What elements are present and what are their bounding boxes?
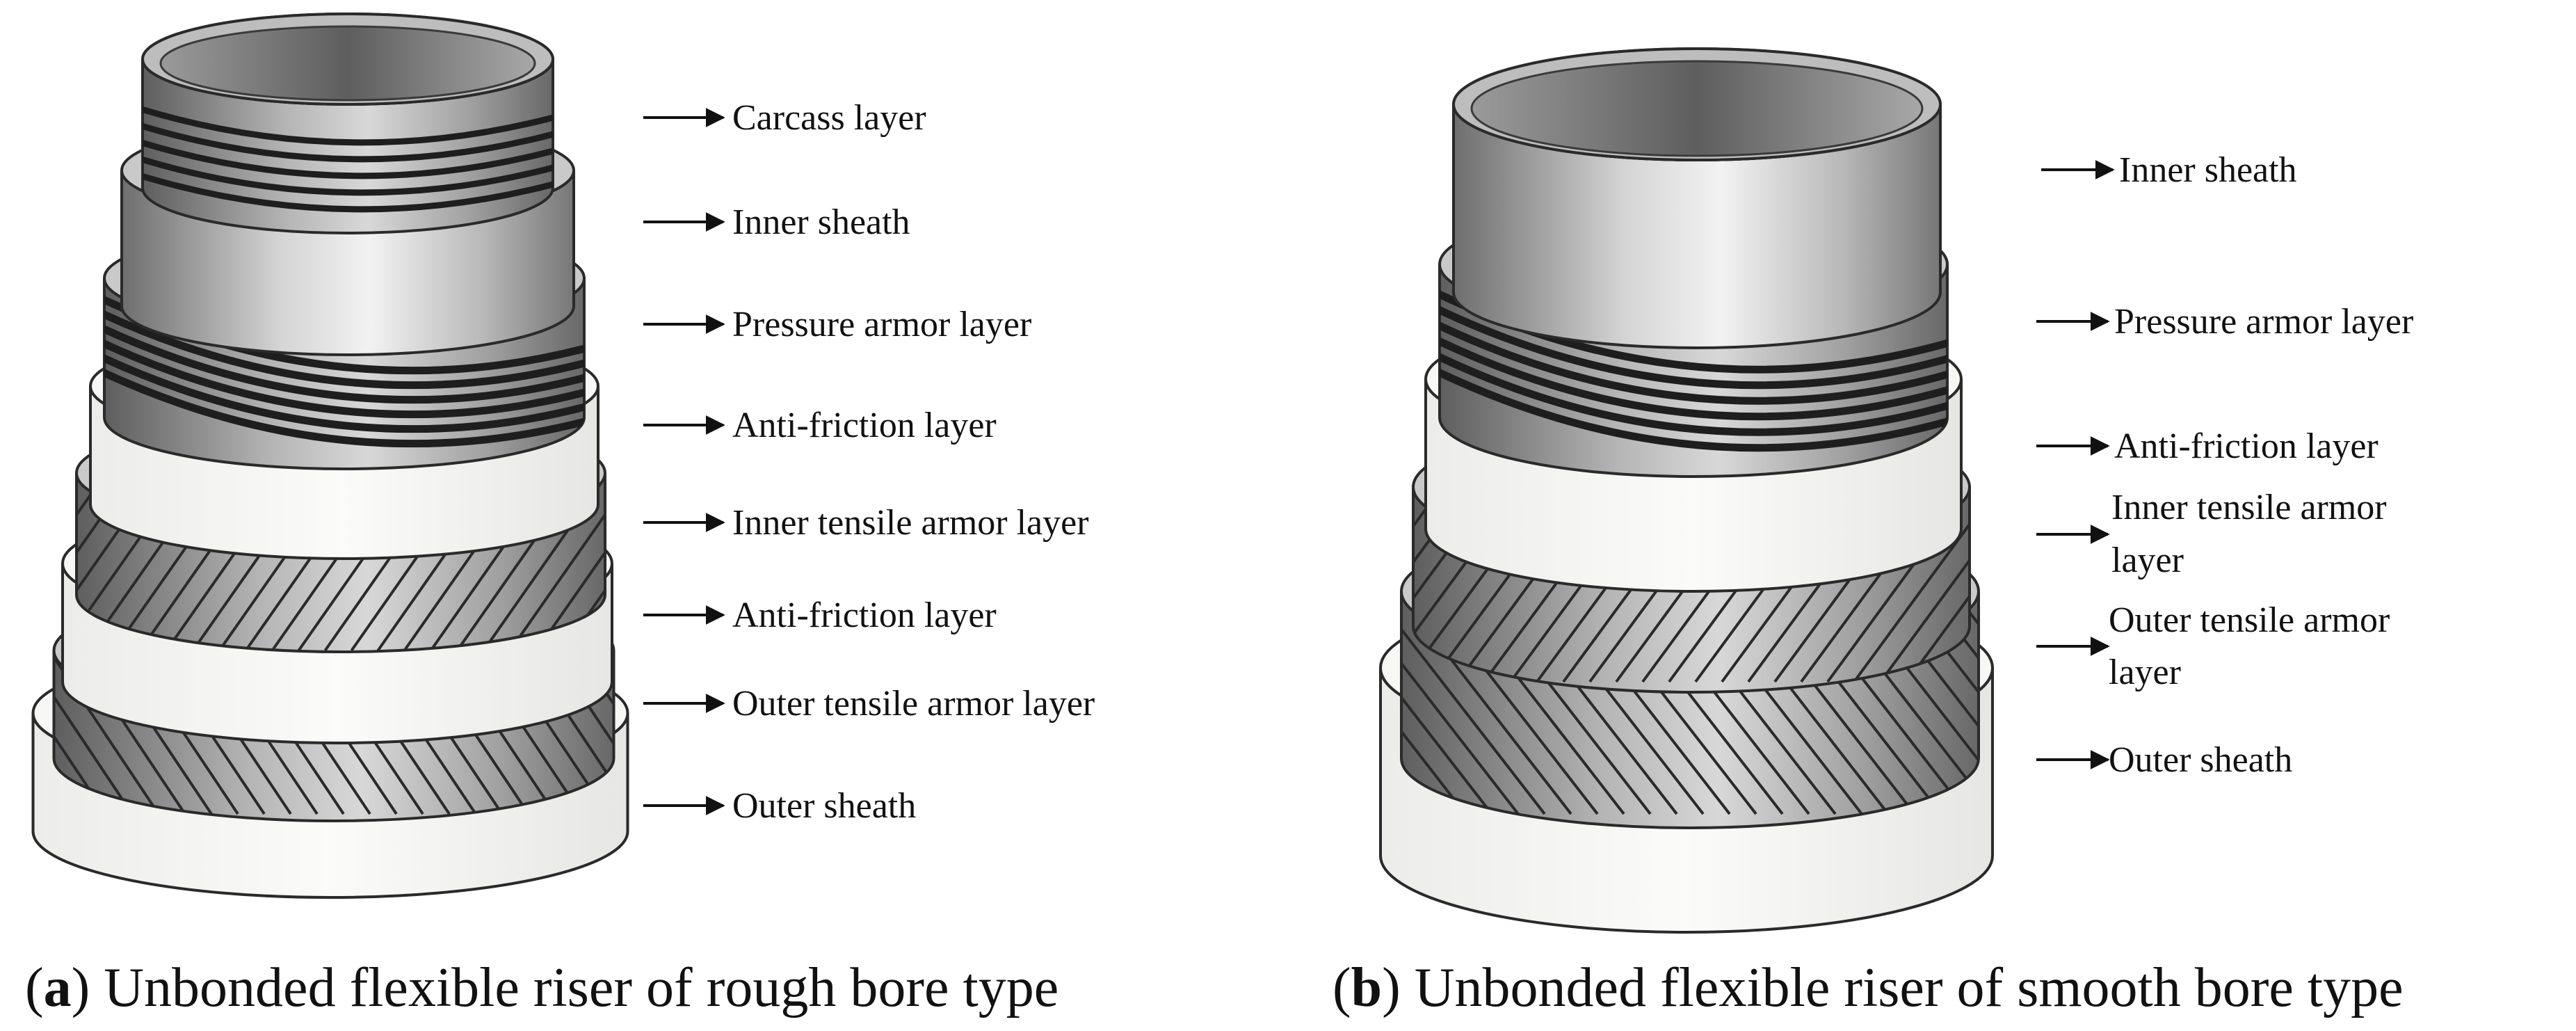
caption-a: (a) Unbonded flexible riser of rough bor… [25,957,1058,1018]
label-inner-tensile-armor-layer: Inner tensile armor layer [643,503,1089,543]
label-text: Inner tensile armor layer [732,503,1089,543]
label-pressure-armor-layer-b: Pressure armor layer [2036,302,2413,342]
smooth-bore-labels: Inner sheath Pressure armor layer Anti-f… [2036,150,2413,780]
label-text: Carcass layer [732,98,926,138]
caption-b-letter: b [1351,957,1383,1018]
label-inner-tensile-armor-layer-b: Inner tensile armor layer [2036,488,2387,580]
tube-opening [141,13,554,106]
label-outer-tensile-armor-layer-b: Outer tensile armor layer [2036,600,2390,692]
caption-a-text: Unbonded flexible riser of rough bore ty… [104,957,1058,1018]
label-text: Outer sheath [2109,740,2292,780]
caption-b-text: Unbonded flexible riser of smooth bore t… [1415,957,2404,1018]
label-outer-sheath-b: Outer sheath [2036,740,2292,780]
label-text: Inner sheath [2119,150,2297,190]
rough-bore-labels: Carcass layer Inner sheath Pressure armo… [643,98,1095,826]
label-pressure-armor-layer: Pressure armor layer [643,305,1031,344]
label-outer-sheath: Outer sheath [643,786,916,826]
label-anti-friction-layer-2: Anti-friction layer [643,596,997,635]
label-text-line-1: Outer tensile armor [2109,600,2390,640]
label-text: Anti-friction layer [2114,426,2378,466]
label-text: Pressure armor layer [2114,302,2413,342]
label-text: Anti-friction layer [732,406,997,445]
label-text-line-2: layer [2109,653,2181,692]
label-carcass-layer: Carcass layer [643,98,926,138]
label-anti-friction-layer-1: Anti-friction layer [643,406,997,445]
label-outer-tensile-armor-layer: Outer tensile armor layer [643,684,1095,724]
label-inner-sheath-b: Inner sheath [2041,150,2297,190]
label-text-line-1: Inner tensile armor [2111,488,2387,527]
label-inner-sheath: Inner sheath [643,202,910,242]
tube-opening [1452,47,1942,161]
label-text: Outer tensile armor layer [732,684,1095,724]
label-text-line-2: layer [2111,541,2184,580]
label-text: Pressure armor layer [732,305,1031,344]
label-text: Anti-friction layer [732,596,997,635]
caption-b: (b) Unbonded flexible riser of smooth bo… [1333,957,2404,1018]
caption-a-letter: a [44,957,72,1018]
smooth-bore-riser-drawing [1379,47,1994,934]
label-text: Outer sheath [732,786,916,826]
label-anti-friction-layer-b: Anti-friction layer [2036,426,2378,466]
rough-bore-riser-drawing [31,13,629,899]
label-text: Inner sheath [732,202,910,242]
